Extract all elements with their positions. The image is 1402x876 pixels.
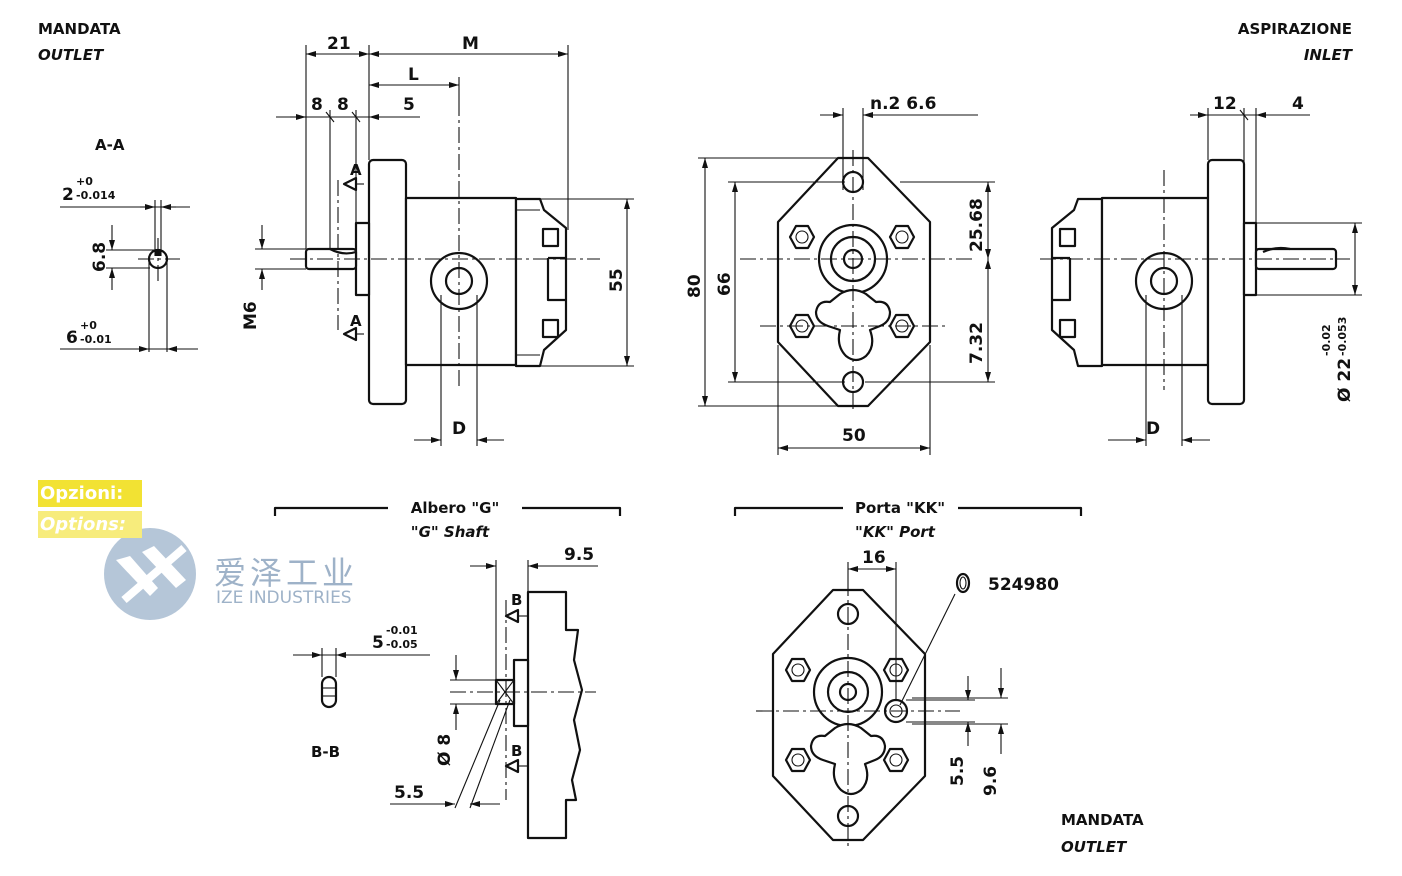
section-mark-b-bottom: B [511,742,522,760]
dim-5-5-port: 5.5 [948,756,968,786]
shaft-g-option: Albero "G" "G" Shaft B B 9.5 Ø 8 5.5 [273,499,622,840]
outlet-label-it: MANDATA [38,20,121,38]
rear-flange [1206,158,1246,406]
tol-lower: -0.05 [386,638,418,651]
tol-upper: -0.01 [386,624,418,637]
dim-8b: 8 [337,95,349,115]
section-aa: A-A 2 +0 -0.014 6.8 6 +0 -0.01 [60,136,198,352]
dim-8a: 8 [311,95,323,115]
port-kk-title-it: Porta "KK" [855,499,945,517]
dim-dia22: Ø 22 [1335,358,1355,402]
dim-dia8: Ø 8 [435,734,455,766]
dim-80: 80 [685,274,705,298]
section-aa-title: A-A [95,136,125,154]
tol-lower: -0.01 [80,333,112,346]
watermark-english: IZE INDUSTRIES [216,588,352,608]
tol-upper: -0.02 [1320,324,1333,356]
port-kk-bolt [784,657,812,683]
front-view: n.2 6.6 80 66 25.68 7.32 50 [685,94,995,455]
dim-25-68: 25.68 [967,198,987,252]
side-bolt-top [541,227,560,248]
dim-4: 4 [1292,94,1304,114]
section-aa-height: 6.8 [90,242,110,272]
port-kk-cutout [809,722,887,796]
rear-bolt-top [1058,227,1077,248]
section-bb-title: B-B [311,743,340,761]
side-bolt-bottom [541,318,560,339]
dim-12: 12 [1213,94,1237,114]
port-kk-title-en: "KK" Port [855,523,936,541]
options-label-it: Opzioni: [38,480,142,507]
rear-cover [1050,197,1104,368]
dim-d-side: D [452,419,466,439]
outlet-bottom-label-en: OUTLET [1061,838,1128,856]
dim-5: 5 [403,95,415,115]
watermark-chinese: 爱泽工业 [214,554,359,592]
dim-7-32: 7.32 [967,322,987,364]
front-bolt [788,224,816,250]
dim-16: 16 [862,548,886,568]
port-kk-bolt [882,747,910,773]
shaft-g-pilot [512,658,530,728]
side-view: A A 21 M L 8 8 5 M6 [241,34,634,446]
section-mark-b-top: B [511,591,522,609]
inlet-label-en: INLET [1304,46,1354,64]
section-mark-a-bottom: A [350,312,362,330]
rear-bolt-bottom [1058,318,1077,339]
dim-21: 21 [327,34,351,54]
dim-l: L [408,65,419,85]
port-kk-bolt [784,747,812,773]
dim-key: 5 [372,633,384,653]
side-cover [514,197,568,368]
oring-icon [955,572,971,594]
options-label-en: Options: [38,511,142,538]
dim-9-5: 9.5 [564,545,594,565]
ize-logo [104,528,196,620]
dim-d-rear: D [1146,419,1160,439]
section-bb-shaft [320,675,338,709]
oring-part-number: 524980 [988,575,1059,595]
section-aa-diameter: 6 [66,328,78,348]
dim-holes: n.2 6.6 [870,94,936,114]
rear-view: 12 4 Ø 22 -0.02 -0.053 D [1040,94,1362,446]
dim-m6: M6 [241,301,261,330]
dim-50: 50 [842,426,866,446]
port-kk-option: Porta "KK" "KK" Port 16 524980 5.5 [733,499,1083,848]
shaft-g-flange [526,590,584,840]
tol-upper: +0 [80,319,97,332]
tol-lower: -0.053 [1336,317,1349,356]
dim-m: M [462,34,479,54]
tol-lower: -0.014 [76,189,116,202]
outlet-label-en: OUTLET [38,46,105,64]
shaft-g-title-it: Albero "G" [411,499,500,517]
tol-upper: +0 [76,175,93,188]
shaft-g-title-en: "G" Shaft [411,523,490,541]
inlet-label-it: ASPIRAZIONE [1238,20,1352,38]
side-flange [367,158,408,406]
dim-55: 55 [607,268,627,292]
outlet-bottom-label-it: MANDATA [1061,811,1144,829]
section-aa-width: 2 [62,185,74,205]
dim-66: 66 [715,272,735,296]
dim-5-5-shaft: 5.5 [394,783,424,803]
dim-9-6: 9.6 [981,766,1001,796]
front-bolt [888,224,916,250]
